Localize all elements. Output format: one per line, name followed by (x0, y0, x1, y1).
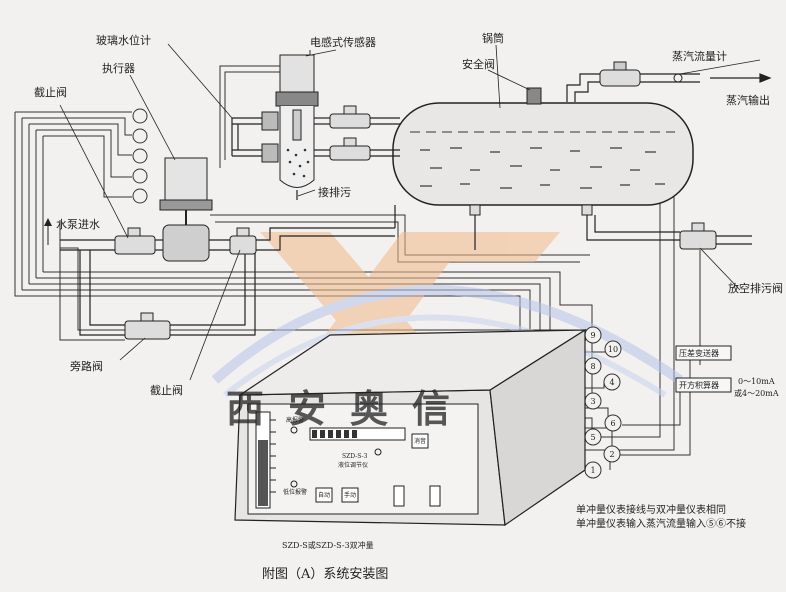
terminal-labels: 9 10 8 4 3 6 5 2 1 (590, 331, 618, 475)
terminal-8: 8 (590, 362, 595, 371)
level-pipes (231, 117, 400, 200)
diff-pressure-transmitter-label: 压差变送器 (679, 348, 719, 358)
inductive-sensor (275, 54, 319, 188)
terminal-10: 10 (608, 345, 618, 354)
actuator-label: 执行器 (102, 61, 135, 75)
glass-gauge-label: 玻璃水位计 (96, 33, 151, 47)
terminal-1: 1 (590, 466, 595, 475)
current-range-2: 或4～20mA (734, 388, 779, 398)
steam-drum (392, 87, 694, 216)
note-line-2: 单冲量仪表输入蒸汽流量输入⑤⑥不接 (576, 517, 746, 530)
switch-1[interactable] (393, 485, 405, 507)
manual-button[interactable] (341, 487, 359, 503)
terminal-circles (584, 326, 622, 479)
steam-flow-meter (599, 61, 683, 87)
sqrt-integrator-label: 开方积算器 (679, 380, 719, 390)
terminal-4: 4 (609, 378, 614, 387)
level-valves (261, 105, 371, 163)
steam-flow-meter-label: 蒸汽流量计 (672, 49, 727, 63)
vent-drain-valve-label: 放空排污阀 (728, 281, 783, 295)
switch-2[interactable] (429, 485, 441, 507)
instrument-boxes (675, 345, 732, 393)
steam-outlet-pipe (566, 73, 772, 102)
bypass-valve-label: 旁路阀 (70, 359, 103, 373)
auto-button-label: 自动 (318, 491, 330, 499)
steam-output-label: 蒸汽输出 (726, 93, 770, 107)
mute-button[interactable] (411, 433, 429, 449)
terminal-9: 9 (590, 331, 595, 340)
high-alarm-label: 高报警 (286, 416, 304, 424)
sensor-label: 电感式传感器 (310, 36, 376, 49)
stop-valve-top-label: 截止阀 (34, 85, 67, 99)
safety-valve-label: 安全阀 (462, 57, 495, 71)
mute-button-label: 消音 (414, 437, 426, 445)
terminal-2: 2 (609, 450, 614, 459)
controller-model: SZD-S-3 (342, 453, 368, 460)
drum-label: 锅筒 (482, 31, 504, 45)
valves (114, 222, 717, 340)
manual-button-label: 手动 (344, 491, 356, 499)
auto-button[interactable] (315, 487, 333, 503)
model-caption: SZD-S或SZD-S-3双冲量 (282, 540, 374, 550)
indicator-lamps (132, 108, 148, 204)
terminal-3: 3 (590, 397, 595, 406)
note-line-1: 单冲量仪表接线与双冲量仪表相同 (576, 503, 726, 516)
low-alarm-label: 低位报警 (283, 488, 307, 496)
current-range-1: 0～10mA (738, 377, 775, 386)
terminal-5: 5 (590, 433, 595, 442)
figure-title: 附图（A）系统安装图 (262, 567, 388, 582)
drain-label: 接排污 (318, 185, 351, 199)
controller-unit (234, 328, 588, 527)
stop-valve-bottom-label: 截止阀 (150, 383, 183, 397)
feed-water-pipe (60, 205, 752, 336)
controller-name: 液位调节仪 (338, 461, 368, 469)
pump-inlet-label: 水泵进水 (56, 218, 100, 231)
actuator (159, 157, 213, 262)
watermark-text: 西安奥信 (226, 387, 474, 431)
leader-lines (59, 43, 761, 381)
terminal-6: 6 (610, 419, 615, 428)
pump-arrow (44, 218, 52, 245)
